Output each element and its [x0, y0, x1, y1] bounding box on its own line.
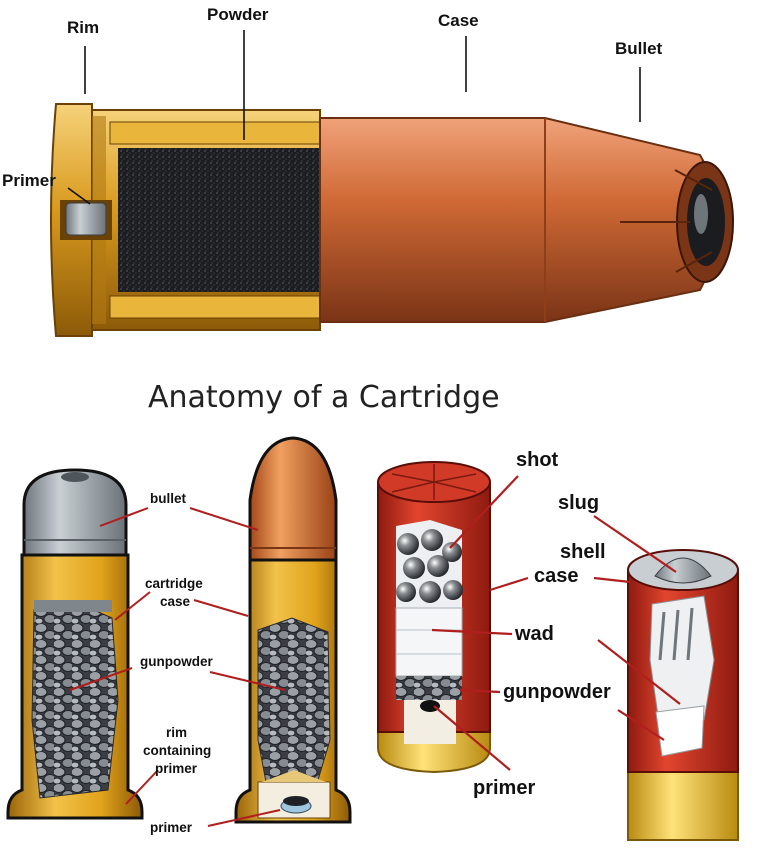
- rimfire-copper-bullet-cartridge: [234, 436, 352, 824]
- top-leader-lines: [67, 30, 641, 205]
- shotshell-labels: shot slug shell case wad gunpowder prime…: [473, 449, 611, 799]
- label-gunpowder-rimfire: gunpowder: [140, 654, 213, 669]
- label-shell-case-line1: shell: [560, 541, 606, 563]
- label-bullet: Bullet: [615, 39, 663, 58]
- label-cartridge-case-line2: case: [160, 594, 191, 609]
- shotshell-with-shot: [377, 461, 491, 774]
- label-primer: Primer: [2, 171, 56, 190]
- label-shell-case-line2: case: [534, 565, 579, 587]
- label-bullet-rimfire: bullet: [150, 491, 187, 506]
- shotshell-with-slug: [627, 549, 739, 841]
- label-shot: shot: [516, 449, 559, 471]
- label-rim: Rim: [67, 18, 99, 37]
- label-wad: wad: [514, 623, 554, 645]
- label-cartridge-case-line1: cartridge: [145, 576, 203, 591]
- label-slug: slug: [558, 492, 599, 514]
- top-labels: Rim Powder Case Bullet Primer: [2, 5, 663, 190]
- rimfire-leader-lines: [69, 507, 286, 827]
- label-rim-line3: primer: [155, 761, 198, 776]
- label-case: Case: [438, 11, 479, 30]
- page-title: Anatomy of a Cartridge: [148, 380, 500, 415]
- label-primer-shotshell: primer: [473, 777, 535, 799]
- rimfire-lead-bullet-cartridge: [6, 468, 144, 820]
- rimfire-labels: bullet cartridge case gunpowder rim cont…: [140, 491, 213, 835]
- label-primer-rimfire: primer: [150, 820, 193, 835]
- label-rim-line1: rim: [166, 725, 187, 740]
- top-cartridge-illustration: [50, 103, 734, 337]
- label-powder: Powder: [207, 5, 269, 24]
- label-gunpowder-shotshell: gunpowder: [503, 681, 611, 703]
- shotshell-leader-lines: [431, 475, 681, 771]
- label-rim-line2: containing: [143, 743, 211, 758]
